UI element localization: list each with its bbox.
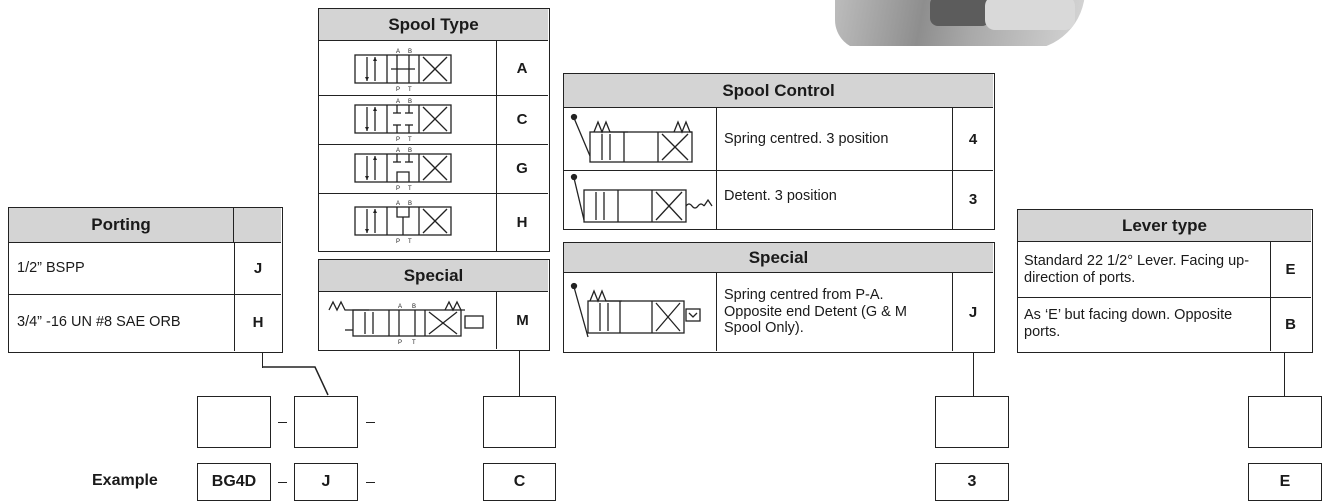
svg-text:A: A <box>396 201 400 207</box>
svg-text:B: B <box>408 201 412 207</box>
spool-type-code-a: A <box>516 59 528 77</box>
svg-text:B: B <box>408 148 412 154</box>
order-code-spool-box <box>483 396 556 448</box>
example-spool-box: C <box>483 463 556 501</box>
spring-detent-lever-symbol <box>570 282 701 338</box>
porting-connector <box>262 353 263 368</box>
spool-type-code-c: C <box>516 111 528 128</box>
spool-control-row-spring: Spring centred. 3 position <box>724 130 889 147</box>
order-code-lever-box <box>1248 396 1322 448</box>
spool-type-code-g: G <box>516 160 528 177</box>
spring-centred-lever-symbol <box>570 113 693 163</box>
example-porting-box: J <box>294 463 358 501</box>
svg-text:P: P <box>396 87 400 93</box>
porting-row-bspp: 1/2” BSPP <box>17 260 85 277</box>
lever-type-code-e: E <box>1285 261 1296 278</box>
porting-row-sae: 3/4” -16 UN #8 SAE ORB <box>17 314 181 331</box>
detent-lever-symbol <box>570 173 713 223</box>
spool-control-header: Spool Control <box>564 74 993 108</box>
svg-text:T: T <box>408 186 412 192</box>
spool-special-header: Special <box>319 260 548 292</box>
lever-type-row-facing-down: As ‘E’ but facing down. Opposite ports. <box>1024 307 1233 340</box>
svg-text:B: B <box>408 49 412 55</box>
spool-special-code-m: M <box>496 292 548 349</box>
lever-type-table: Lever type Standard 22 1/2° Lever. Facin… <box>1017 209 1313 353</box>
svg-text:P: P <box>398 340 402 346</box>
spool-control-code-4: 4 <box>952 108 993 170</box>
svg-text:B: B <box>408 99 412 105</box>
spool-h-symbol: A B P T <box>354 201 452 245</box>
svg-text:T: T <box>408 137 412 143</box>
lever-type-row-standard: Standard 22 1/2° Lever. Facing up-direct… <box>1024 252 1250 286</box>
control-special-code-j: J <box>952 273 993 351</box>
spool-connector <box>519 351 520 396</box>
example-lever-box: E <box>1248 463 1322 501</box>
svg-text:P: P <box>396 137 400 143</box>
svg-text:T: T <box>408 87 412 93</box>
svg-text:T: T <box>412 340 416 346</box>
spool-a-symbol: A B P T <box>354 49 452 93</box>
product-photo <box>835 0 1095 46</box>
svg-text:A: A <box>396 49 400 55</box>
porting-connector-diagonal <box>262 366 329 396</box>
spool-control-row-detent: Detent. 3 position <box>724 188 837 204</box>
svg-text:B: B <box>412 304 416 310</box>
example-label: Example <box>92 472 158 489</box>
spool-g-symbol: A B P T <box>354 148 452 192</box>
porting-header: Porting <box>9 208 234 243</box>
control-special-table: Special Spring centred from P-A. Opposit… <box>563 242 995 353</box>
spool-c-symbol: A B P T <box>354 99 452 143</box>
svg-text:A: A <box>396 99 400 105</box>
svg-text:A: A <box>396 148 400 154</box>
lever-connector <box>1284 353 1285 396</box>
spool-control-table: Spool Control Spring centred. 3 position… <box>563 73 995 230</box>
spool-type-table: Spool Type A C G H A B P T A B <box>318 8 550 252</box>
order-code-control-box <box>935 396 1009 448</box>
svg-text:P: P <box>396 186 400 192</box>
svg-text:P: P <box>396 239 400 245</box>
porting-code-j: J <box>234 243 281 294</box>
spool-type-header: Spool Type <box>319 9 548 41</box>
svg-text:T: T <box>408 239 412 245</box>
lever-type-code-b: B <box>1285 315 1296 333</box>
spool-special-table: Special M A B P T <box>318 259 550 351</box>
control-special-header: Special <box>564 243 993 273</box>
spool-m-symbol: A B P T <box>328 300 484 346</box>
example-control-box: 3 <box>935 463 1009 501</box>
porting-code-h: H <box>234 294 281 351</box>
order-code-model-box <box>197 396 271 448</box>
spool-type-code-h: H <box>516 213 528 231</box>
lever-type-header: Lever type <box>1018 210 1311 242</box>
porting-header-blank <box>234 208 281 243</box>
example-model-box: BG4D <box>197 463 271 501</box>
control-connector <box>973 353 974 396</box>
order-code-porting-box <box>294 396 358 448</box>
svg-text:A: A <box>398 304 402 310</box>
spool-control-code-3: 3 <box>952 170 993 229</box>
control-special-row-spring-detent: Spring centred from P-A. Opposite end De… <box>724 286 907 337</box>
porting-table: Porting 1/2” BSPP J 3/4” -16 UN #8 SAE O… <box>8 207 283 353</box>
